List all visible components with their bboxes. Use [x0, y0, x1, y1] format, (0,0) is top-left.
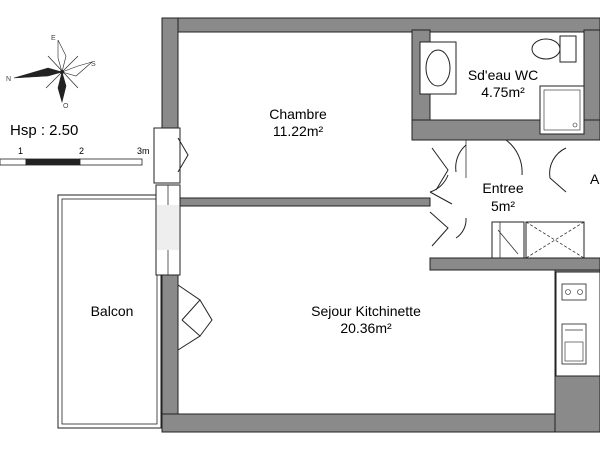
cooktop-icon: [561, 283, 587, 301]
scale-bar: 1 2 3m: [0, 146, 150, 166]
room-sejour-area: 20.36m²: [340, 320, 392, 336]
compass-o-label: O: [63, 103, 69, 110]
scale-tick-1: 1: [18, 146, 23, 156]
chambre-window-swing: [177, 137, 189, 173]
sink-icon: [419, 41, 457, 95]
toilet-icon: [531, 35, 577, 63]
scale-tick-3m: 3m: [137, 146, 150, 156]
compass-rose-icon: N E S O: [6, 35, 96, 110]
kitchen-sink-icon: [561, 323, 587, 365]
entree-doors: [429, 139, 567, 247]
chambre-door: [429, 174, 453, 205]
scale-tick-2: 2: [79, 146, 84, 156]
ceiling-height-label: Hsp : 2.50: [10, 122, 78, 139]
room-sdeau-area: 4.75m²: [481, 84, 525, 100]
cut-label-a: A: [590, 171, 600, 187]
room-balcon-name: Balcon: [91, 303, 134, 319]
room-chambre-name: Chambre: [269, 106, 327, 122]
west-window-openings: [153, 127, 181, 276]
room-sdeau-name: Sd'eau WC: [468, 67, 538, 83]
compass-e-label: E: [51, 35, 56, 42]
sejour-window-swing: [177, 284, 213, 351]
room-entree-area: 5m²: [491, 198, 515, 214]
balcony-outline: [57, 194, 162, 429]
room-entree-name: Entree: [482, 180, 523, 196]
compass-s-label: S: [91, 61, 96, 68]
room-chambre-area: 11.22m²: [273, 123, 324, 139]
entree-closet: [491, 221, 585, 259]
room-sejour-name: Sejour Kitchinette: [311, 303, 421, 319]
shower-tray-icon: [539, 85, 585, 135]
compass-n-label: N: [6, 76, 11, 83]
